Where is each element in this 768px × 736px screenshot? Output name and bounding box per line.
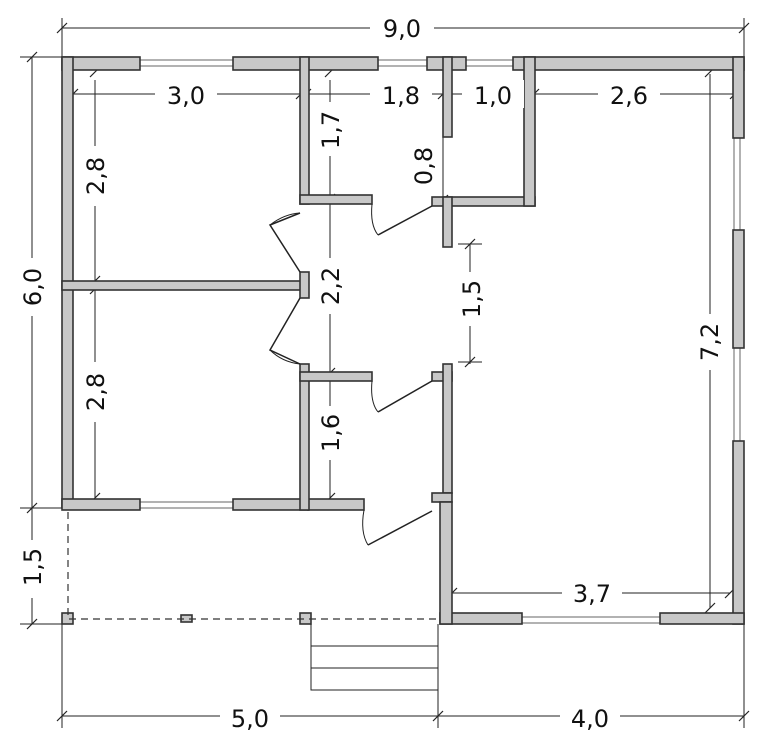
dimension-lines [20, 18, 745, 728]
dim-bath-width: 1,0 [474, 82, 512, 110]
dim-closet-depth: 1,6 [317, 414, 345, 452]
dim-bedroom-bottom-depth: 2,8 [82, 373, 110, 411]
dim-overall-depth: 6,0 [19, 268, 47, 306]
dim-left-part: 5,0 [231, 705, 269, 733]
dim-overall-width: 9,0 [383, 15, 421, 43]
dim-living-width: 2,6 [610, 82, 648, 110]
porch [67, 512, 439, 691]
dim-door-opening: 1,5 [458, 280, 486, 318]
dim-hall-width: 1,8 [382, 82, 420, 110]
dim-corridor-length: 2,2 [317, 267, 345, 305]
dim-bedroom-top-width: 3,0 [167, 82, 205, 110]
dim-bedroom-top-depth: 2,8 [82, 157, 110, 195]
dim-living-bottom-width: 3,7 [573, 580, 611, 608]
dim-porch-depth: 1,5 [19, 548, 47, 586]
doors [268, 203, 433, 546]
dim-bath-depth: 0,8 [410, 147, 438, 185]
dimension-ticks [26, 22, 750, 722]
dim-right-part: 4,0 [571, 705, 609, 733]
dim-living-depth: 7,2 [696, 323, 724, 361]
dimension-labels: 9,0 6,0 1,5 5,0 4,0 3,0 1,8 1,0 2,6 2,8 … [16, 12, 726, 733]
walls [61, 56, 745, 625]
dim-hall-top-depth: 1,7 [317, 111, 345, 149]
windows [140, 59, 741, 624]
